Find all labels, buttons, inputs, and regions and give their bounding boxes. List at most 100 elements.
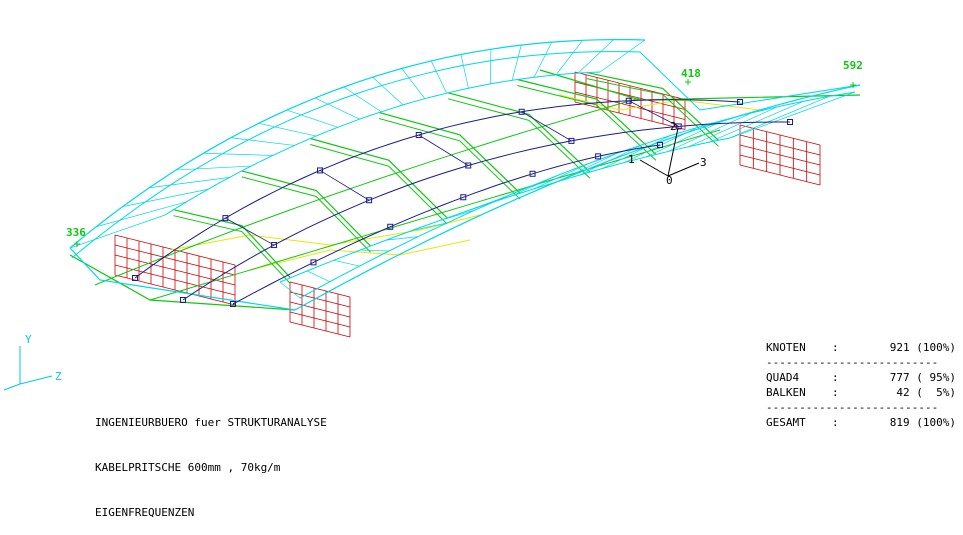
support-left-front-grid bbox=[289, 291, 351, 308]
shell-mesh-line bbox=[533, 163, 589, 190]
node-marker bbox=[366, 197, 373, 204]
cable-beam-2 bbox=[182, 121, 790, 301]
frame-rib bbox=[447, 92, 591, 173]
project-info: INGENIEURBUERO fuer STRUKTURANALYSE KABE… bbox=[95, 385, 327, 535]
shell-mesh-line bbox=[533, 41, 553, 78]
shell-right-cap bbox=[639, 51, 861, 111]
global-y-label: Y bbox=[25, 333, 32, 346]
node-marker bbox=[625, 97, 632, 104]
shell-mesh-line bbox=[386, 236, 419, 241]
shell-mesh-line bbox=[436, 209, 477, 222]
node-marker bbox=[271, 242, 278, 249]
shell-mesh-line bbox=[509, 173, 562, 197]
model-statistics: KNOTEN : 921 (100%) --------------------… bbox=[766, 340, 956, 430]
stat-row-knoten: KNOTEN : 921 (100%) bbox=[766, 341, 956, 354]
cable-cross-tie bbox=[225, 217, 275, 246]
shell-outer-edge-b bbox=[71, 51, 641, 259]
shell-mesh-line bbox=[485, 185, 533, 205]
shell-mesh-line bbox=[511, 45, 522, 81]
node-marker bbox=[568, 137, 575, 144]
node-marker bbox=[415, 132, 422, 138]
frame-rib bbox=[310, 137, 448, 219]
node-label-336: 336 bbox=[66, 226, 86, 239]
shell-mesh-line bbox=[69, 214, 166, 249]
local-axis-3-line bbox=[667, 162, 700, 177]
shell-mesh-line bbox=[230, 137, 295, 146]
shell-mesh-line bbox=[489, 49, 492, 84]
stat-separator-1: -------------------------- bbox=[766, 356, 939, 369]
shell-mesh-line bbox=[688, 106, 778, 148]
node-marker bbox=[230, 301, 236, 307]
shell-mesh-line bbox=[122, 188, 209, 208]
shell-mesh-line bbox=[624, 127, 699, 163]
support-left-front-grid bbox=[289, 301, 351, 318]
shell-mesh-line bbox=[729, 91, 856, 139]
yellow-member-c bbox=[559, 94, 761, 111]
local-axis-triad: 0 1 2 3 bbox=[628, 120, 707, 187]
frame-rib-lower bbox=[173, 215, 291, 285]
frame-rib-lower bbox=[378, 118, 521, 200]
support-left-front-grid bbox=[289, 311, 351, 328]
yellow-members bbox=[169, 94, 761, 271]
shell-mesh-line bbox=[333, 259, 360, 267]
node-marker bbox=[222, 215, 229, 222]
local-axis-1-line bbox=[639, 159, 669, 177]
shell-inner-edge bbox=[164, 71, 601, 216]
local-axis-2-line bbox=[667, 127, 679, 177]
fe-model-viewport[interactable]: 0 1 2 3 336 418 592 Y Z bbox=[0, 0, 963, 437]
node-marker bbox=[529, 170, 536, 177]
frame-back-chord bbox=[94, 97, 641, 286]
node-markers bbox=[74, 79, 856, 307]
frame-rib bbox=[378, 111, 521, 194]
support-structure bbox=[114, 71, 821, 338]
shell-mesh-line bbox=[258, 122, 317, 137]
green-frames bbox=[69, 69, 861, 311]
yellow-member-a bbox=[169, 214, 481, 251]
shell-mesh-line bbox=[343, 86, 382, 113]
node-marker bbox=[132, 275, 138, 281]
node-marker bbox=[675, 123, 682, 130]
info-line-company: INGENIEURBUERO fuer STRUKTURANALYSE bbox=[95, 416, 327, 429]
local-axis-1-label: 1 bbox=[628, 153, 635, 166]
shell-front-edge-c bbox=[279, 137, 731, 283]
shell-mesh-line bbox=[460, 54, 469, 89]
shell-mesh-line bbox=[401, 68, 426, 99]
support-left-front-grid bbox=[289, 321, 351, 338]
node-marker bbox=[657, 142, 663, 148]
shell-mesh-line bbox=[286, 109, 338, 128]
node-label-592: 592 bbox=[843, 59, 863, 72]
shell-front-edge-a bbox=[294, 84, 861, 311]
shell-mesh-line bbox=[667, 112, 752, 152]
shell-mesh-line bbox=[556, 153, 617, 183]
frame-rib-lower bbox=[310, 144, 448, 225]
global-axis-triad: Y Z bbox=[3, 333, 62, 391]
shell-mesh-line bbox=[176, 165, 252, 171]
shell-mesh-line bbox=[411, 222, 448, 231]
node-marker bbox=[465, 162, 472, 169]
info-line-analysis: EIGENFREQUENZEN bbox=[95, 506, 195, 519]
shell-mesh-line bbox=[372, 76, 404, 106]
shell-mesh-line bbox=[555, 40, 583, 76]
yellow-member-b bbox=[249, 239, 471, 271]
node-marker bbox=[737, 99, 743, 105]
node-marker bbox=[317, 167, 323, 174]
frame-front-chord bbox=[149, 129, 721, 301]
global-z-label: Z bbox=[55, 370, 62, 383]
cable-beam-3 bbox=[232, 144, 661, 305]
frame-rib bbox=[173, 209, 291, 279]
shell-mesh-line bbox=[728, 95, 830, 139]
node-marker bbox=[595, 153, 602, 160]
local-axis-2-label: 2 bbox=[670, 120, 677, 133]
shell-mesh-line bbox=[645, 119, 725, 158]
cable-beams bbox=[134, 99, 790, 305]
cable-cross-tie bbox=[418, 134, 469, 166]
frame-rib bbox=[517, 78, 657, 155]
shell-mesh-line bbox=[360, 249, 389, 252]
frame-rib bbox=[586, 72, 719, 141]
shell-mesh-line bbox=[314, 97, 360, 120]
stat-separator-2: -------------------------- bbox=[766, 401, 939, 414]
shell-mesh-line bbox=[602, 135, 672, 169]
cable-cross-tie bbox=[319, 170, 370, 201]
node-marker bbox=[310, 259, 317, 266]
global-z-axis-line bbox=[19, 375, 53, 385]
